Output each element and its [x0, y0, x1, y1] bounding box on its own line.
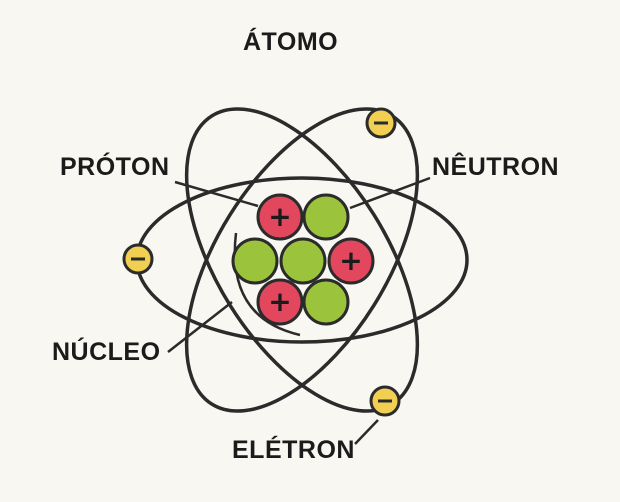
diagram-title: ÁTOMO — [243, 28, 339, 56]
neutron-3 — [279, 237, 327, 285]
proton-3: + — [256, 278, 304, 326]
electron-1 — [365, 107, 397, 139]
nucleus: + + + — [231, 193, 375, 326]
svg-text:+: + — [339, 244, 362, 277]
electrons — [122, 107, 401, 417]
proton-1: + — [256, 193, 304, 241]
neutron-leader-line — [349, 176, 431, 210]
neutron-4 — [302, 278, 350, 326]
electron-3 — [369, 385, 401, 417]
nucleus-leader-line — [167, 301, 233, 353]
leader-lines — [167, 176, 431, 445]
electron-leader-line — [354, 419, 379, 445]
neutron-label: NÊUTRON — [432, 153, 560, 181]
electron-label: ELÉTRON — [232, 436, 355, 464]
electron-2 — [122, 243, 154, 275]
svg-text:+: + — [268, 285, 291, 318]
proton-label: PRÓTON — [60, 153, 170, 181]
neutron-2 — [231, 237, 279, 285]
svg-text:+: + — [268, 200, 291, 233]
proton-leader-line — [174, 180, 259, 208]
proton-2: + — [327, 237, 375, 285]
nucleus-label: NÚCLEO — [52, 338, 161, 366]
neutron-1 — [302, 193, 350, 241]
